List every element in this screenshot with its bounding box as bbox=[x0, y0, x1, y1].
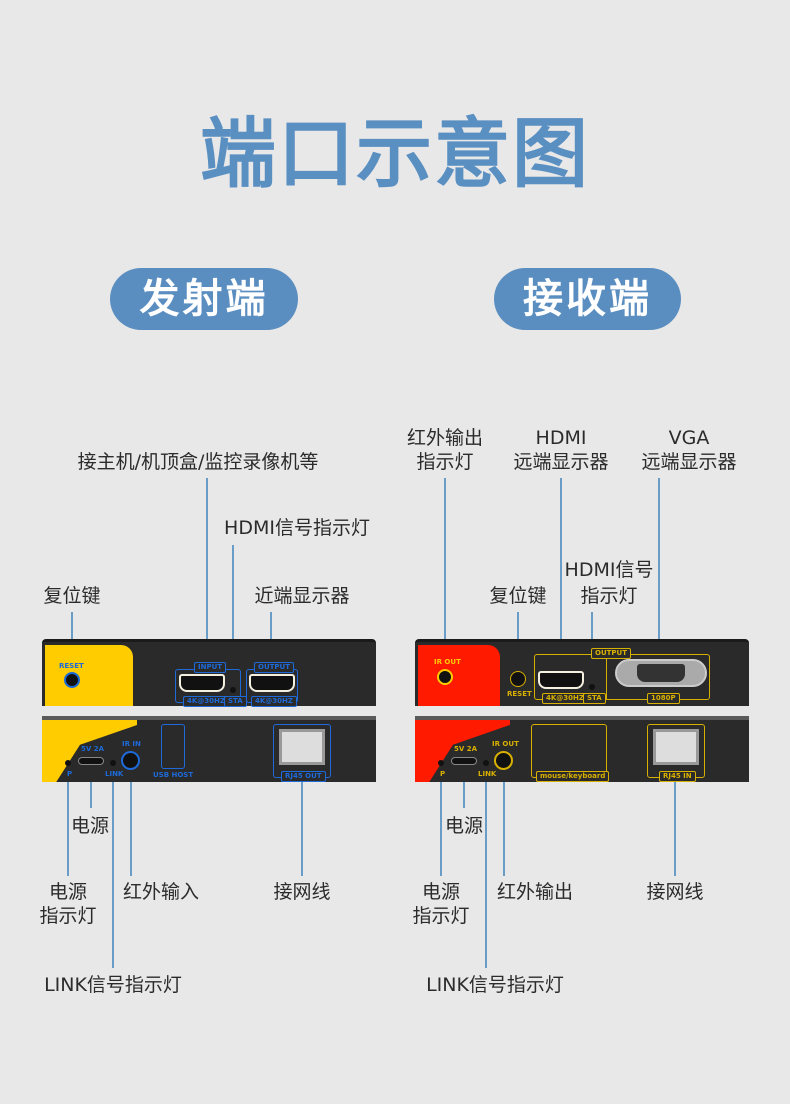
reset-button[interactable] bbox=[510, 671, 526, 687]
hdmi-input-port[interactable] bbox=[179, 674, 225, 692]
label-power-led: 电源 bbox=[48, 881, 88, 903]
ir-in-port[interactable] bbox=[121, 751, 140, 770]
power-led bbox=[65, 760, 71, 766]
label-reset: 复位键 bbox=[43, 585, 101, 607]
receiver-front-panel: IR OUT RESET OUTPUT 4K@30HZ STA 1080P bbox=[415, 639, 749, 706]
label-link-led: LINK信号指示灯 bbox=[426, 974, 564, 996]
leader-line bbox=[112, 782, 114, 968]
ir-out-port[interactable] bbox=[494, 751, 513, 770]
label-vga-display: 远端显示器 bbox=[641, 451, 737, 473]
ir-out-label: IR OUT bbox=[434, 658, 461, 666]
label-power: 电源 bbox=[444, 815, 484, 837]
leader-line bbox=[463, 782, 465, 808]
rj45-label: RJ45 OUT bbox=[281, 771, 326, 782]
sender-back-panel: 5V 2A P LINK IR IN USB HOST RJ45 OUT bbox=[42, 716, 376, 782]
leader-line bbox=[503, 782, 505, 876]
leader-line bbox=[90, 782, 92, 808]
link-led bbox=[483, 760, 489, 766]
rj45-port[interactable] bbox=[653, 729, 699, 765]
label-network: 接网线 bbox=[646, 881, 704, 903]
vga-port[interactable] bbox=[615, 659, 707, 687]
reset-label: RESET bbox=[59, 662, 84, 670]
link-label: LINK bbox=[478, 770, 497, 778]
label-ir-led: 指示灯 bbox=[416, 451, 474, 473]
p-label: P bbox=[440, 770, 446, 778]
input-label: INPUT bbox=[194, 662, 227, 673]
label-vga-display: VGA bbox=[668, 427, 710, 449]
usb-label: USB HOST bbox=[153, 771, 194, 779]
leader-line bbox=[440, 782, 442, 876]
hdmi-output-port[interactable] bbox=[538, 671, 584, 689]
vga-res-label: 1080P bbox=[647, 693, 680, 704]
power-label: 5V 2A bbox=[454, 745, 478, 753]
leader-line bbox=[444, 478, 446, 668]
output-label: OUTPUT bbox=[591, 648, 631, 659]
reset-button[interactable] bbox=[64, 672, 80, 688]
ir-label: IR OUT bbox=[492, 740, 519, 748]
label-ir-led: 红外输出 bbox=[406, 427, 484, 449]
power-led bbox=[438, 760, 444, 766]
leader-line bbox=[67, 782, 69, 876]
link-label: LINK bbox=[105, 770, 124, 778]
label-ir-out: 红外输出 bbox=[496, 881, 574, 903]
leader-line bbox=[517, 612, 519, 662]
label-hdmi-led: HDMI信号 bbox=[564, 559, 654, 581]
rj45-port[interactable] bbox=[279, 729, 325, 765]
reset-label: RESET bbox=[507, 690, 532, 698]
leader-line bbox=[485, 782, 487, 968]
label-source: 接主机/机顶盒/监控录像机等 bbox=[77, 451, 319, 473]
p-label: P bbox=[67, 770, 73, 778]
usb-mouse-keyboard-port[interactable] bbox=[531, 724, 607, 778]
leader-line bbox=[232, 545, 234, 660]
sender-heading: 发射端 bbox=[110, 268, 298, 330]
sta-label: STA bbox=[583, 693, 606, 704]
label-network: 接网线 bbox=[273, 881, 331, 903]
label-link-led: LINK信号指示灯 bbox=[44, 974, 182, 996]
label-power-led: 电源 bbox=[421, 881, 461, 903]
label-local-display: 近端显示器 bbox=[254, 585, 350, 607]
leader-line bbox=[560, 478, 562, 663]
usb-host-port[interactable] bbox=[161, 724, 185, 769]
link-led bbox=[110, 760, 116, 766]
label-hdmi-display: 远端显示器 bbox=[513, 451, 609, 473]
leader-line bbox=[674, 782, 676, 876]
output-label: OUTPUT bbox=[254, 662, 294, 673]
sender-front-panel: RESET INPUT OUTPUT 4K@30HZ STA 4K@30HZ bbox=[42, 639, 376, 707]
label-power: 电源 bbox=[70, 815, 110, 837]
ir-out-port[interactable] bbox=[437, 669, 453, 685]
receiver-back-panel: 5V 2A P LINK IR OUT mouse/keyboard RJ45 … bbox=[415, 716, 749, 782]
rj45-label: RJ45 IN bbox=[659, 771, 696, 782]
leader-line bbox=[301, 782, 303, 876]
leader-line bbox=[270, 612, 272, 652]
receiver-heading: 接收端 bbox=[494, 268, 681, 330]
sta-led bbox=[589, 684, 595, 690]
res-label: 4K@30HZ bbox=[251, 696, 297, 707]
label-reset: 复位键 bbox=[489, 585, 547, 607]
label-power-led: 指示灯 bbox=[412, 905, 470, 927]
label-hdmi-led: 指示灯 bbox=[580, 585, 638, 607]
label-hdmi-display: HDMI bbox=[535, 427, 587, 449]
page-title: 端口示意图 bbox=[200, 109, 590, 198]
leader-line bbox=[658, 478, 660, 643]
ir-label: IR IN bbox=[122, 740, 141, 748]
usb-label: mouse/keyboard bbox=[536, 771, 610, 782]
res-label: 4K@30HZ bbox=[542, 693, 588, 704]
label-ir-in: 红外输入 bbox=[122, 881, 200, 903]
usb-c-power-port[interactable] bbox=[78, 757, 104, 765]
usb-c-power-port[interactable] bbox=[451, 757, 477, 765]
sta-led bbox=[230, 687, 236, 693]
label-hdmi-led: HDMI信号指示灯 bbox=[224, 517, 370, 539]
res-label: 4K@30HZ bbox=[183, 696, 229, 707]
label-power-led: 指示灯 bbox=[39, 905, 97, 927]
hdmi-output-port[interactable] bbox=[249, 674, 295, 692]
leader-line bbox=[206, 478, 208, 652]
leader-line bbox=[130, 782, 132, 876]
sta-label: STA bbox=[224, 696, 247, 707]
power-label: 5V 2A bbox=[81, 745, 105, 753]
